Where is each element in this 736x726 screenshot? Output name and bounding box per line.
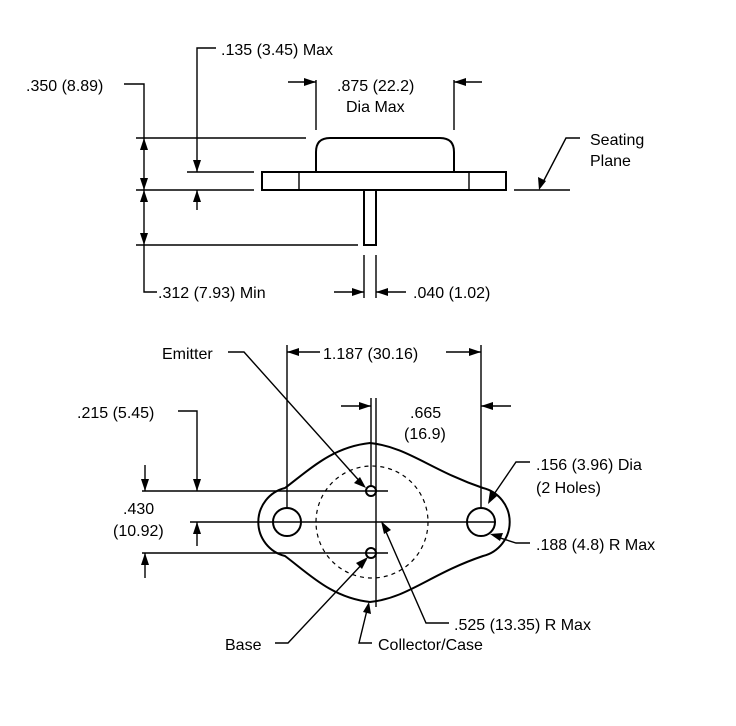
arrow-seating-plane bbox=[538, 177, 546, 190]
arrow-hole-spacing-right bbox=[469, 348, 481, 356]
label-can-diameter-note: Dia Max bbox=[346, 99, 405, 116]
label-lead-length: .312 (7.93) Min bbox=[158, 285, 266, 302]
arrow-body-radius bbox=[381, 521, 391, 534]
end-radius-leader bbox=[493, 535, 530, 544]
base-leader bbox=[275, 559, 367, 644]
label-body-height: .350 (8.89) bbox=[26, 78, 103, 95]
arrow-body-flange-down bbox=[140, 178, 148, 190]
collector-leader bbox=[358, 605, 372, 644]
label-flange-thickness: .135 (3.45) Max bbox=[221, 42, 333, 59]
arrow-collector bbox=[363, 602, 371, 614]
label-pin-spacing-1: .430 bbox=[123, 501, 154, 518]
label-collector-case: Collector/Case bbox=[378, 637, 483, 654]
label-pin-spacing-2: (10.92) bbox=[113, 523, 164, 540]
label-end-radius: .188 (4.8) R Max bbox=[536, 537, 655, 554]
arrow-pin-offset-up bbox=[193, 522, 201, 534]
arrow-flange-bottom-up bbox=[193, 190, 201, 202]
label-body-radius: .525 (13.35) R Max bbox=[454, 617, 591, 634]
label-emitter: Emitter bbox=[162, 346, 213, 363]
body-radius-leader bbox=[382, 524, 449, 624]
arrow-base bbox=[356, 557, 368, 569]
emitter-leader bbox=[228, 351, 364, 486]
arrow-emitter bbox=[354, 477, 366, 488]
label-mount-spacing-2: (16.9) bbox=[404, 426, 446, 443]
arrow-end-radius bbox=[490, 533, 503, 541]
arrow-lead-top-up bbox=[140, 190, 148, 202]
label-seating-plane-1: Seating bbox=[590, 132, 644, 149]
top-view: Emitter 1.187 (30.16) .215 (5.45) .665 (… bbox=[77, 345, 655, 654]
arrow-pin-spacing-down bbox=[141, 479, 149, 491]
dim-flange-thickness-leader bbox=[196, 47, 216, 172]
arrow-pin-offset-down bbox=[193, 479, 201, 491]
label-hole-diameter-2: (2 Holes) bbox=[536, 480, 601, 497]
arrow-body-top-up bbox=[140, 138, 148, 150]
side-view: .135 (3.45) Max .350 (8.89) .875 (22.2) … bbox=[26, 42, 644, 302]
arrow-lead-dia-right bbox=[376, 288, 388, 296]
arrow-lead-bottom-down bbox=[140, 233, 148, 245]
arrow-hole-spacing-left bbox=[287, 348, 299, 356]
arrow-can-dia-right bbox=[454, 78, 466, 86]
arrow-mount-spacing-right bbox=[481, 402, 493, 410]
dim-body-height-leader bbox=[124, 83, 145, 245]
dim-lead-length-leader bbox=[143, 245, 157, 293]
arrow-lead-dia-left bbox=[352, 288, 364, 296]
label-base: Base bbox=[225, 637, 262, 654]
label-can-diameter: .875 (22.2) bbox=[337, 78, 414, 95]
label-hole-diameter-1: .156 (3.96) Dia bbox=[536, 457, 642, 474]
label-pin-offset: .215 (5.45) bbox=[77, 405, 154, 422]
label-lead-diameter: .040 (1.02) bbox=[413, 285, 490, 302]
label-hole-spacing: 1.187 (30.16) bbox=[323, 346, 418, 363]
arrow-hole-dia bbox=[488, 491, 497, 504]
package-outline bbox=[257, 441, 511, 604]
label-seating-plane-2: Plane bbox=[590, 153, 631, 170]
arrow-pin-spacing-up bbox=[141, 553, 149, 565]
hole-dia-leader bbox=[489, 461, 530, 501]
label-mount-spacing-1: .665 bbox=[410, 405, 441, 422]
arrow-can-dia-left bbox=[304, 78, 316, 86]
seating-plane-leader bbox=[540, 137, 580, 187]
flange-outline bbox=[261, 171, 507, 191]
dim-pin-offset-leader bbox=[178, 410, 198, 491]
arrow-flange-top-down bbox=[193, 160, 201, 172]
arrow-mount-spacing-left bbox=[359, 402, 371, 410]
lead-pin bbox=[363, 189, 377, 246]
can-dome-outline bbox=[315, 137, 455, 172]
